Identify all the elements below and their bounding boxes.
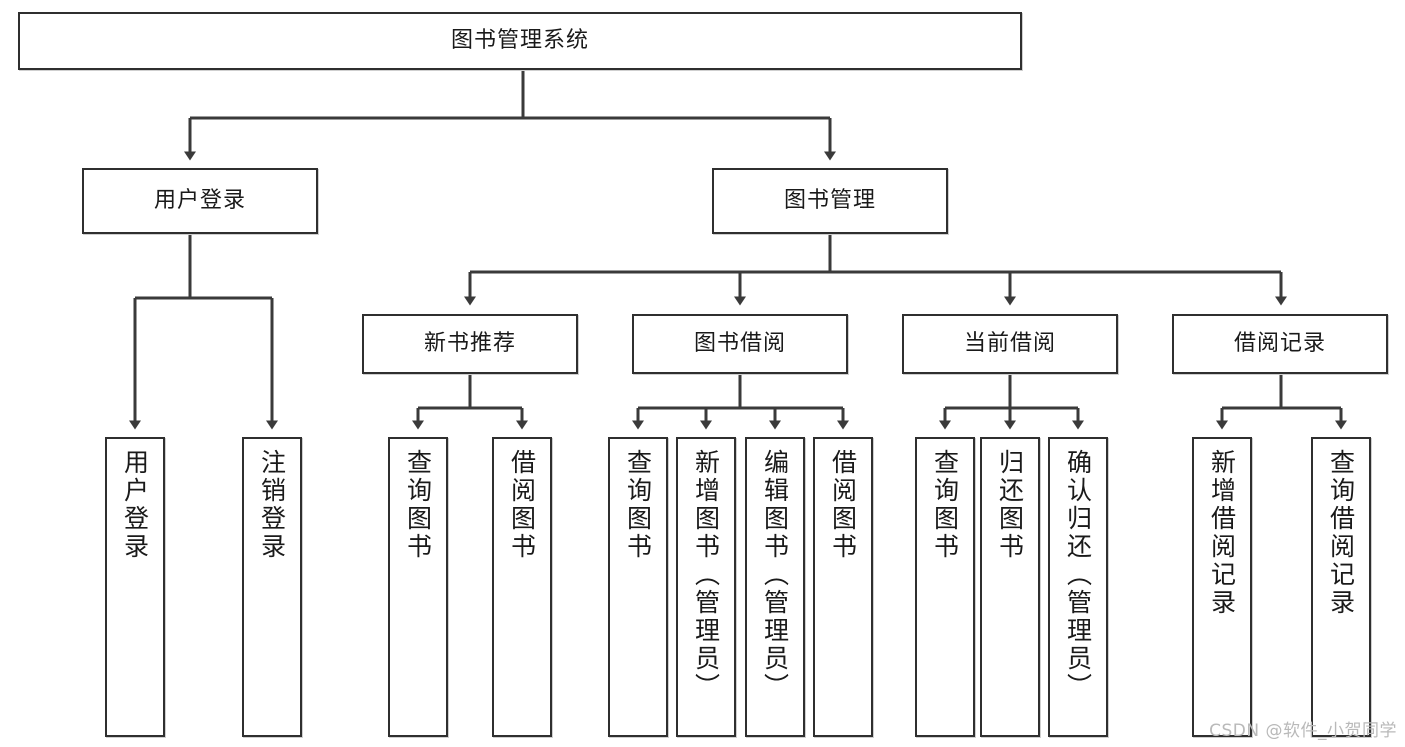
node-label: 查询图书 (623, 449, 653, 561)
leaf-query-book-current[interactable]: 查询图书 (915, 437, 975, 737)
leaf-add-borrow-record[interactable]: 新增借阅记录 (1192, 437, 1252, 737)
node-label: 图书管理系统 (450, 28, 589, 54)
node-label: 图书管理 (783, 188, 876, 214)
leaf-return-book[interactable]: 归还图书 (980, 437, 1040, 737)
node-label: 新增图书（管理员） (691, 449, 721, 701)
node-label: 当前借阅 (963, 331, 1056, 357)
node-new-book-recommend[interactable]: 新书推荐 (362, 314, 578, 374)
node-label: 图书借阅 (693, 331, 786, 357)
node-label: 编辑图书（管理员） (760, 449, 790, 701)
leaf-user-login[interactable]: 用户登录 (105, 437, 165, 737)
node-label: 借阅记录 (1233, 331, 1326, 357)
leaf-query-book-recommend[interactable]: 查询图书 (388, 437, 448, 737)
node-label: 用户登录 (153, 188, 246, 214)
leaf-add-book-admin[interactable]: 新增图书（管理员） (676, 437, 736, 737)
leaf-borrow-book-recommend[interactable]: 借阅图书 (492, 437, 552, 737)
node-borrow-record[interactable]: 借阅记录 (1172, 314, 1388, 374)
leaf-query-book-borrow[interactable]: 查询图书 (608, 437, 668, 737)
node-label: 查询图书 (403, 449, 433, 561)
node-label: 查询借阅记录 (1326, 449, 1356, 617)
node-label: 借阅图书 (507, 449, 537, 561)
node-label: 用户登录 (120, 449, 150, 561)
node-book-management[interactable]: 图书管理 (712, 168, 948, 234)
node-root-book-management-system[interactable]: 图书管理系统 (18, 12, 1022, 70)
node-label: 确认归还（管理员） (1063, 449, 1093, 701)
node-label: 注销登录 (257, 449, 287, 561)
watermark-text: CSDN @软件_小贺同学 (1209, 721, 1397, 741)
node-label: 查询图书 (930, 449, 960, 561)
leaf-confirm-return-admin[interactable]: 确认归还（管理员） (1048, 437, 1108, 737)
node-book-borrow[interactable]: 图书借阅 (632, 314, 848, 374)
node-current-borrow[interactable]: 当前借阅 (902, 314, 1118, 374)
node-label: 新增借阅记录 (1207, 449, 1237, 617)
node-label: 归还图书 (995, 449, 1025, 561)
leaf-query-borrow-record[interactable]: 查询借阅记录 (1311, 437, 1371, 737)
leaf-borrow-book[interactable]: 借阅图书 (813, 437, 873, 737)
node-label: 新书推荐 (423, 331, 516, 357)
leaf-logout-login[interactable]: 注销登录 (242, 437, 302, 737)
leaf-edit-book-admin[interactable]: 编辑图书（管理员） (745, 437, 805, 737)
node-label: 借阅图书 (828, 449, 858, 561)
node-user-login[interactable]: 用户登录 (82, 168, 318, 234)
